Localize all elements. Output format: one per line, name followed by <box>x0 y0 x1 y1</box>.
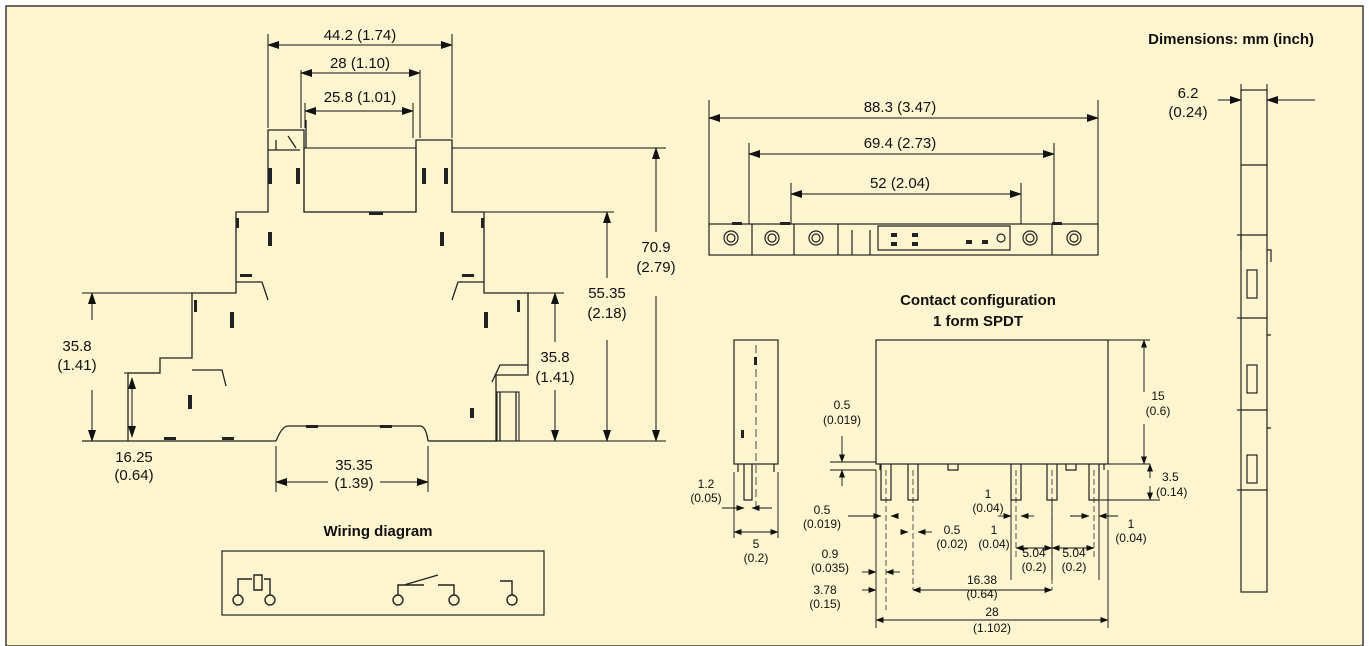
svg-text:(0.05): (0.05) <box>690 491 721 505</box>
svg-text:6.2: 6.2 <box>1178 85 1199 102</box>
svg-text:5.04: 5.04 <box>1062 546 1086 560</box>
svg-text:(0.64): (0.64) <box>966 587 997 601</box>
svg-text:(0.15): (0.15) <box>809 597 840 611</box>
side-dimension-labels: 6.2 (0.24) <box>1168 85 1207 121</box>
svg-text:0.5: 0.5 <box>834 398 851 412</box>
top-dimension-lines <box>708 100 1099 224</box>
svg-text:(0.04): (0.04) <box>978 537 1009 551</box>
svg-text:52 (2.04): 52 (2.04) <box>870 175 930 192</box>
front-dimension-lines <box>82 34 666 492</box>
svg-text:0.5: 0.5 <box>944 523 961 537</box>
svg-text:5.04: 5.04 <box>1022 546 1046 560</box>
socket-top-view <box>708 223 1099 256</box>
top-dimension-labels: 88.3 (3.47) 69.4 (2.73) 52 (2.04) <box>864 99 937 192</box>
svg-text:16.38: 16.38 <box>967 573 997 587</box>
svg-text:3.78: 3.78 <box>813 583 837 597</box>
svg-text:(1.41): (1.41) <box>535 369 574 386</box>
socket-side-view <box>1237 89 1272 593</box>
sheet-frame <box>5 5 1364 646</box>
svg-text:(0.04): (0.04) <box>972 501 1003 515</box>
svg-text:35.8: 35.8 <box>62 338 91 355</box>
relay-side-marks <box>741 357 757 438</box>
relay-title-line2: 1 form SPDT <box>933 313 1023 330</box>
svg-text:(0.019): (0.019) <box>803 517 841 531</box>
svg-text:(1.41): (1.41) <box>57 357 96 374</box>
svg-text:1: 1 <box>991 523 998 537</box>
svg-text:1: 1 <box>985 487 992 501</box>
wiring-diagram-title: Wiring diagram <box>323 523 432 540</box>
svg-text:16.25: 16.25 <box>115 449 153 466</box>
svg-text:15: 15 <box>1151 389 1165 403</box>
relay-side-profile <box>733 339 779 510</box>
relay-dimension-lines <box>722 339 1160 628</box>
svg-text:1: 1 <box>1128 517 1135 531</box>
svg-text:(2.79): (2.79) <box>636 259 675 276</box>
svg-text:3.5: 3.5 <box>1162 470 1179 484</box>
svg-text:35.35: 35.35 <box>335 457 373 474</box>
socket-top-details <box>732 222 1062 246</box>
svg-text:(0.64): (0.64) <box>114 467 153 484</box>
wiring-diagram <box>221 550 545 616</box>
svg-text:(0.02): (0.02) <box>936 537 967 551</box>
svg-text:88.3 (3.47): 88.3 (3.47) <box>864 99 937 116</box>
svg-text:(1.102): (1.102) <box>973 621 1011 635</box>
side-dimension-lines <box>1218 84 1315 104</box>
svg-text:(0.035): (0.035) <box>811 561 849 575</box>
socket-front-view <box>82 120 529 442</box>
socket-front-slots <box>164 168 520 440</box>
relay-title-line1: Contact configuration <box>900 292 1056 309</box>
svg-text:69.4 (2.73): 69.4 (2.73) <box>864 135 937 152</box>
svg-text:(2.18): (2.18) <box>587 305 626 322</box>
svg-text:(0.04): (0.04) <box>1115 531 1146 545</box>
svg-text:(0.24): (0.24) <box>1168 104 1207 121</box>
svg-text:44.2 (1.74): 44.2 (1.74) <box>324 27 397 44</box>
svg-text:0.9: 0.9 <box>822 547 839 561</box>
svg-text:(0.2): (0.2) <box>1062 560 1087 574</box>
svg-text:(0.2): (0.2) <box>1022 560 1047 574</box>
svg-text:1.2: 1.2 <box>698 477 715 491</box>
svg-text:55.35: 55.35 <box>588 285 626 302</box>
svg-text:(0.6): (0.6) <box>1146 404 1171 418</box>
svg-text:35.8: 35.8 <box>540 349 569 366</box>
svg-text:5: 5 <box>753 537 760 551</box>
svg-text:(0.2): (0.2) <box>744 551 769 565</box>
svg-text:(0.019): (0.019) <box>823 413 861 427</box>
relay-dimension-labels: 15 (0.6) 3.5 (0.14) 0.5 (0.019) 1.2 (0.0… <box>690 389 1187 635</box>
front-dimension-labels: 44.2 (1.74) 28 (1.10) 25.8 (1.01) 70.9 (… <box>57 27 675 492</box>
svg-text:70.9: 70.9 <box>641 239 670 256</box>
svg-text:(0.14): (0.14) <box>1156 485 1187 499</box>
units-note: Dimensions: mm (inch) <box>1148 31 1314 48</box>
svg-text:0.5: 0.5 <box>814 503 831 517</box>
svg-text:28: 28 <box>985 605 999 619</box>
svg-text:25.8 (1.01): 25.8 (1.01) <box>324 89 397 106</box>
svg-text:(1.39): (1.39) <box>334 475 373 492</box>
svg-text:28 (1.10): 28 (1.10) <box>330 55 390 72</box>
